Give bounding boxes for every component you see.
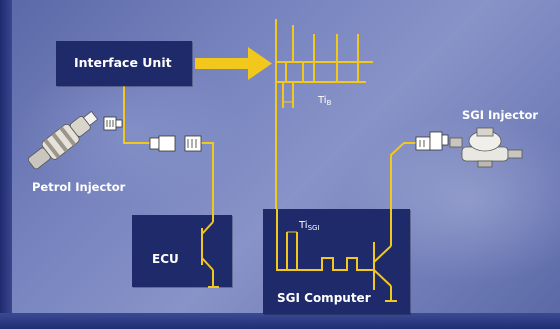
sgi-wire [390,142,416,246]
ecu-box: ECU [132,215,232,287]
sgi-injector-label: SGI Injector [462,108,539,122]
petrol-injector-label: Petrol Injector [32,180,126,194]
interface-unit-box: Interface Unit [56,41,192,86]
ti-sgi-main: Ti [299,220,308,231]
petrol-injector-icon [27,110,99,170]
connector-icon-petrol-left [103,116,123,131]
sgi-computer-label: SGI Computer [277,291,371,305]
ti-b-sub: B [326,99,332,107]
bottom-frame-strip [0,313,560,329]
sgi-injector-icon [449,127,523,168]
petrol-ecu-wire [123,86,214,215]
flow-arrow-icon [195,47,272,80]
ti-sgi-sub: SGI [307,224,320,232]
ti-b-label: TiB [318,95,331,107]
ecu-label: ECU [152,252,179,266]
interface-unit-label: Interface Unit [74,55,172,70]
connector-icon-wire-pair [149,135,202,152]
sgi-computer-box: SGI Computer [263,209,410,314]
left-frame-strip [0,0,12,329]
connector-icon-sgi [415,131,449,151]
ti-b-main: Ti [318,95,327,106]
ti-sgi-label: TiSGI [299,220,320,232]
